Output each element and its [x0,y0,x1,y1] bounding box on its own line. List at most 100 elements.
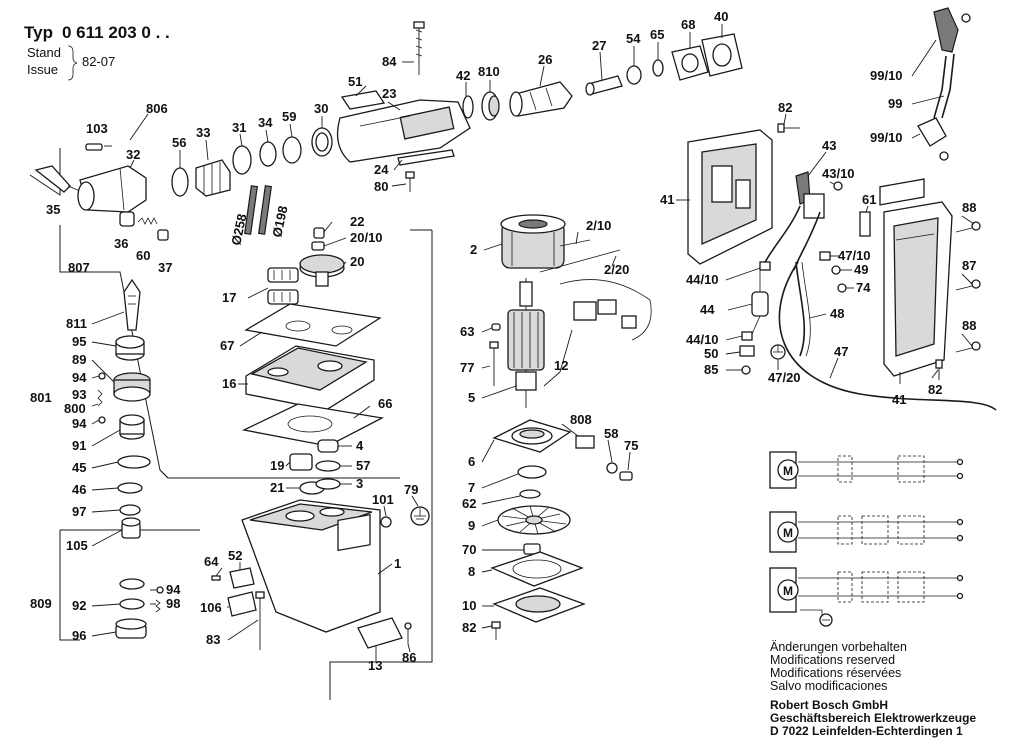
dimension-198: Ø198 [269,204,290,238]
intermediate-shaft-group [97,278,164,639]
callout-12: 12 [554,358,568,373]
gear-part-89 [113,372,151,402]
callout-80: 80 [374,179,388,194]
callout-88b: 88 [962,318,976,333]
wiring-schematic-2: M [769,511,964,553]
callout-24: 24 [374,162,389,177]
callout-22: 22 [350,214,364,229]
clamp-part-50 [739,345,755,357]
callout-20: 20 [350,254,364,269]
callout-2: 2 [470,242,477,257]
callout-800: 800 [64,401,86,416]
ball-part-94c [156,586,164,594]
callout-810: 810 [478,64,500,79]
shaft-part-811 [123,278,141,331]
plate-part-52 [229,567,255,589]
callout-10: 10 [462,598,476,613]
callout-52: 52 [228,548,242,563]
clamp-part-96 [115,618,147,639]
top-assembly [336,21,743,192]
callout-46: 46 [72,482,86,497]
ring-part-92b [119,598,145,610]
callout-94b: 94 [72,416,87,431]
armature-part-5 [507,278,545,408]
wire-part-2-20 [539,249,621,273]
callout-33: 33 [196,125,210,140]
bearing-part-45 [117,455,151,469]
callout-41a: 41 [660,192,674,207]
screw-part-84 [413,21,425,75]
callout-2-10: 2/10 [586,218,611,233]
fan-part-9 [497,505,571,535]
callout-92: 92 [72,598,86,613]
callout-17: 17 [222,290,236,305]
spindle-part-26 [509,81,573,117]
callout-808: 808 [570,412,592,427]
callout-44: 44 [700,302,715,317]
flange-plate-part-68 [671,45,709,81]
callout-68: 68 [681,17,695,32]
callout-44-10b: 44/10 [686,332,719,347]
callout-105: 105 [66,538,88,553]
screw-part-85 [741,365,751,375]
callout-32: 32 [126,147,140,162]
bracket-part-99 [933,55,947,119]
pin-part-64 [211,575,221,581]
shaft-part-27 [585,75,623,96]
terminal-part-44-10a [759,261,771,271]
callout-5: 5 [468,390,475,405]
callout-47-20: 47/20 [768,370,801,385]
ring-part-92a [119,578,145,590]
o-ring-part-65 [652,59,664,77]
ring-part-62 [519,489,541,499]
callout-67: 67 [220,338,234,353]
callout-101: 101 [372,492,394,507]
screw-part-37 [157,229,169,241]
motor-symbol-3: M [783,584,793,598]
screw-part-88a [955,221,981,233]
washer-part-57 [315,460,341,472]
motor-symbol-2: M [783,526,793,540]
callout-8: 8 [468,564,475,579]
callout-806: 806 [146,101,168,116]
screw-part-82b [777,123,800,133]
callout-99-10b: 99/10 [870,130,903,145]
nut-part-105 [121,517,141,539]
ball-part-94a [98,372,106,380]
callout-94a: 94 [72,370,87,385]
callout-70: 70 [462,542,476,557]
screw-part-83 [255,591,265,650]
bearing-part-7 [517,465,547,479]
callout-82a: 82 [462,620,476,635]
ring-part-54 [626,65,642,85]
ring-part-31 [232,145,252,175]
terminal-part-808 [575,435,595,449]
capacitor-part-44 [751,268,769,335]
callout-809: 809 [30,596,52,611]
callout-83: 83 [206,632,220,647]
nut-part-101 [380,516,392,528]
callout-20-10: 20/10 [350,230,383,245]
needle-bearings-part-17 [267,267,299,305]
screw-part-80 [405,171,415,192]
callout-89: 89 [72,352,86,367]
callout-30: 30 [314,101,328,116]
gear-case-part-16 [245,345,375,411]
bushing-part-810 [481,91,500,121]
callout-4: 4 [356,438,364,453]
note-line-1: Änderungen vorbehalten [770,640,907,654]
callout-1: 1 [394,556,401,571]
callout-75: 75 [624,438,638,453]
callout-811: 811 [66,316,87,331]
ring-part-97 [119,504,141,516]
issue-label: Issue [27,62,58,77]
callout-77: 77 [460,360,474,375]
callout-95: 95 [72,334,86,349]
motor-symbol-1: M [783,464,793,478]
callout-79: 79 [404,482,418,497]
callout-58: 58 [604,426,618,441]
callout-48: 48 [830,306,844,321]
gear-part-20 [299,254,345,287]
bearing-part-20-10 [311,241,325,251]
